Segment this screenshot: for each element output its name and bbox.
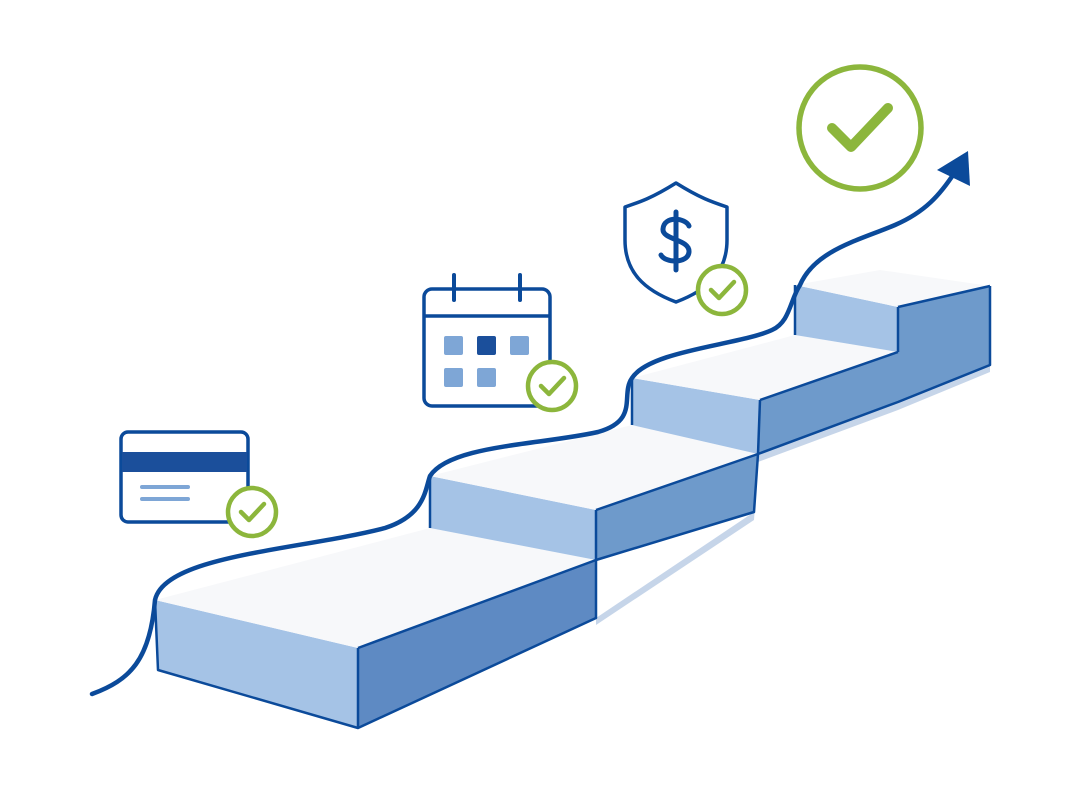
credit-card-check-icon xyxy=(225,485,279,539)
stair-step-3 xyxy=(632,335,898,454)
calendar-check-icon xyxy=(525,359,579,413)
progress-arrowhead xyxy=(937,151,970,186)
progress-path xyxy=(89,169,958,697)
staircase xyxy=(153,270,992,730)
stair-step-2 xyxy=(430,425,758,560)
shield-check-icon xyxy=(695,263,749,317)
calendar-icon xyxy=(422,273,552,408)
credit-card-icon xyxy=(119,430,250,524)
staircase-outline xyxy=(153,284,992,730)
stair-step-1 xyxy=(155,528,596,728)
shield-dollar-icon xyxy=(623,181,729,304)
large-checkmark-icon xyxy=(796,64,924,192)
